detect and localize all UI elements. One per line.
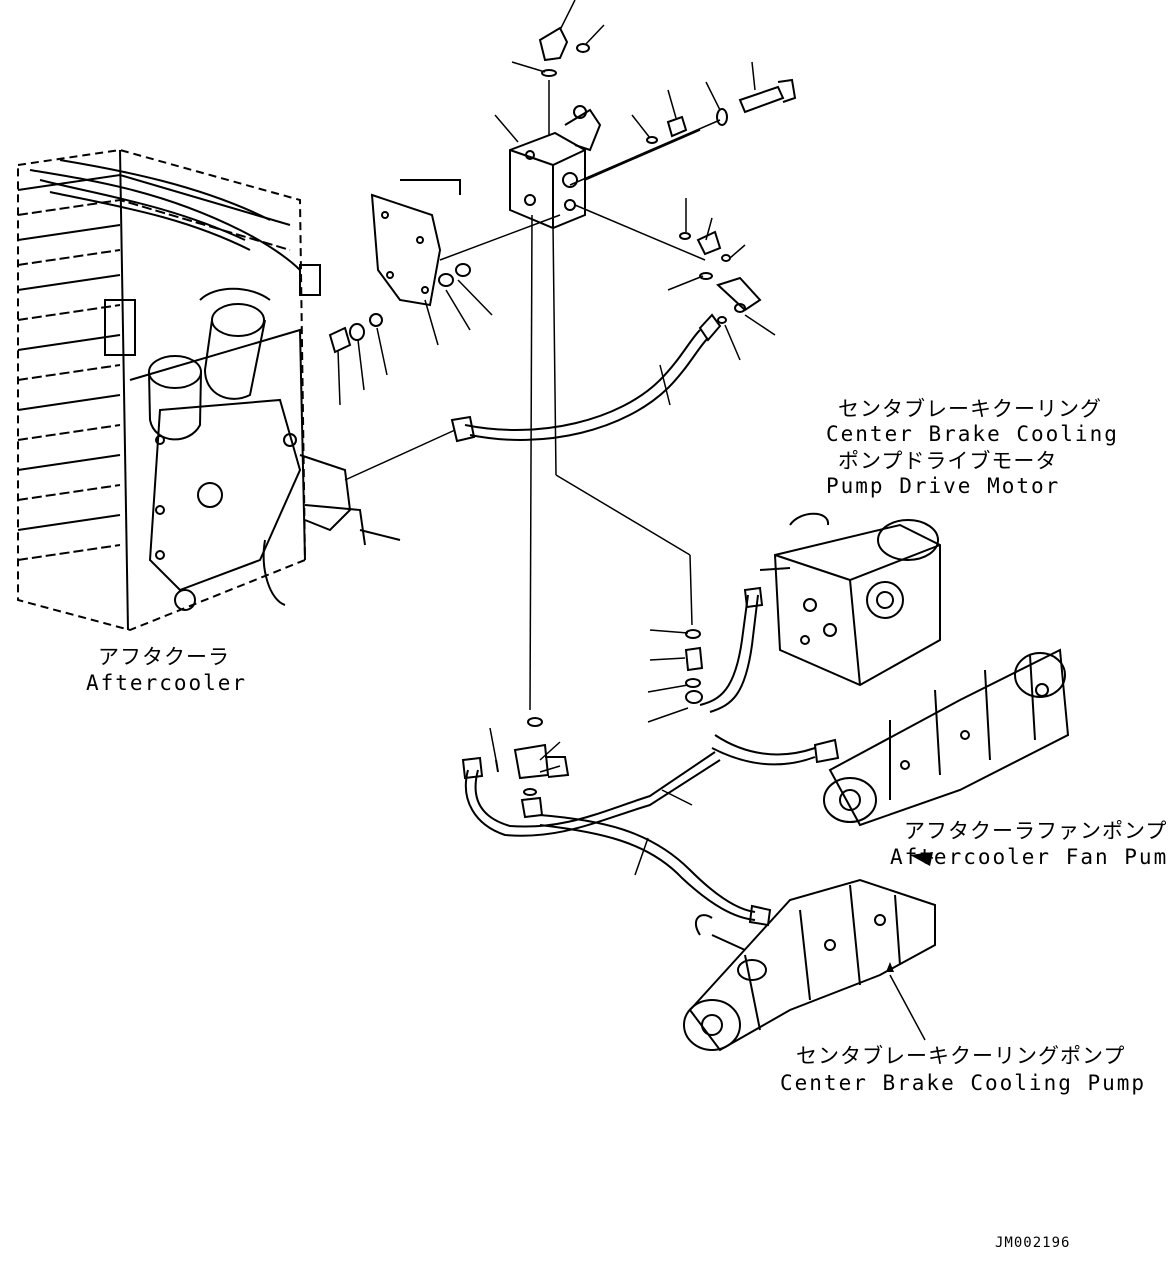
label-fan-pump-en: Aftercooler Fan Pump — [890, 845, 1168, 869]
aftercooler-assembly — [17, 148, 401, 632]
arrow-fan-pump — [910, 852, 933, 866]
valve-block — [509, 105, 602, 230]
elbow-fitting — [538, 26, 590, 77]
label-center-brake-pump: センタブレーキクーリングポンプ Center Brake Cooling Pum… — [780, 1044, 1146, 1095]
side-fittings — [679, 230, 762, 324]
hoses — [450, 313, 840, 927]
label-center-brake-motor: センタブレーキクーリング Center Brake Cooling ポンプドライ… — [826, 397, 1119, 498]
bolt-group — [646, 78, 797, 144]
center-brake-cooling-pump — [683, 878, 936, 1052]
pump-drive-motor — [759, 512, 941, 687]
tee-fitting — [495, 629, 704, 819]
label-motor-en-line1: Center Brake Cooling — [826, 422, 1119, 446]
label-fan-pump-jp: アフタクーラファンポンプ — [904, 819, 1167, 843]
aftercooler-fan-pump — [823, 648, 1070, 827]
label-aftercooler: アフタクーラ Aftercooler — [86, 645, 247, 695]
label-motor-jp-line2: ポンプドライブモータ — [838, 449, 1057, 473]
drawing-number: JM002196 — [995, 1235, 1070, 1251]
arrow-brake-pump — [886, 962, 894, 972]
label-aftercooler-en: Aftercooler — [86, 671, 247, 695]
label-motor-jp-line1: センタブレーキクーリング — [838, 397, 1102, 421]
reference-lines — [337, 0, 934, 1041]
label-motor-en-line2: Pump Drive Motor — [826, 474, 1060, 498]
label-brake-pump-jp: センタブレーキクーリングポンプ — [796, 1044, 1125, 1068]
mounting-plate — [328, 179, 471, 354]
label-brake-pump-en: Center Brake Cooling Pump — [780, 1071, 1146, 1095]
label-aftercooler-fan-pump: アフタクーラファンポンプ Aftercooler Fan Pump — [890, 819, 1168, 869]
label-aftercooler-jp: アフタクーラ — [98, 645, 230, 669]
